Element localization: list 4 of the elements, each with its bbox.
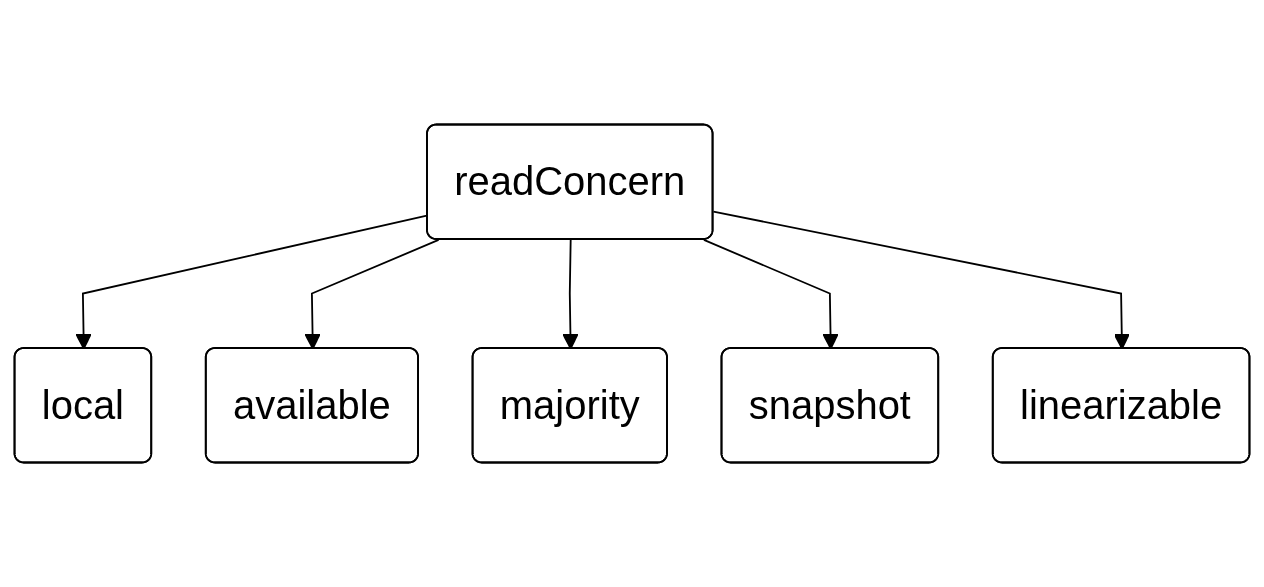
arrow <box>703 239 839 350</box>
arrow <box>562 239 579 350</box>
arrow <box>712 210 1130 350</box>
arrow <box>304 239 440 350</box>
